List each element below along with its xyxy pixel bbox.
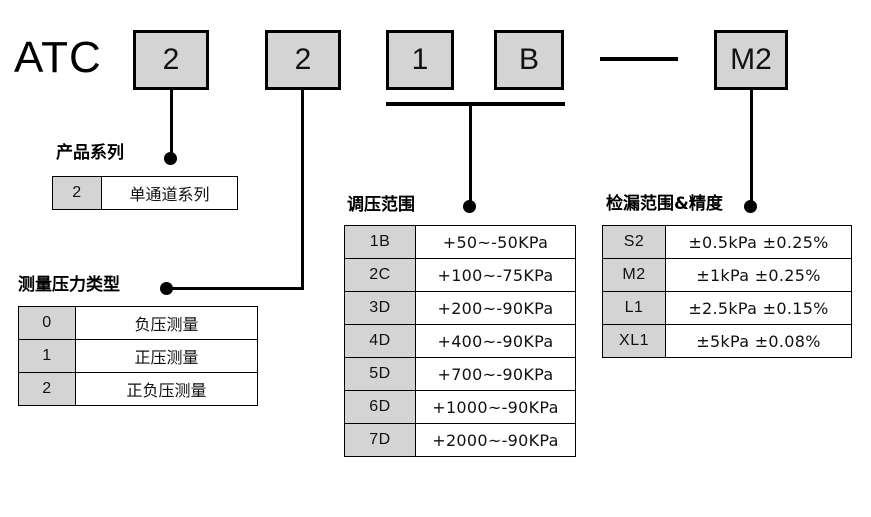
cell-desc: +200~-90KPa [415,291,576,325]
cell-code: L1 [602,291,666,325]
table-row: 2C +100~-75KPa [344,258,576,292]
table-row: 1 正压测量 [18,339,258,373]
code-box-2[interactable]: 2 [265,30,341,90]
table-row: 1B +50~-50KPa [344,225,576,259]
connector-measurement-horizontal [166,287,304,290]
cell-code: 2C [344,258,416,292]
cell-desc: 正负压测量 [75,372,258,406]
caption-pressure-range: 调压范围 [347,195,415,215]
table-pressure-range: 1B +50~-50KPa 2C +100~-75KPa 3D +200~-90… [344,225,576,457]
table-row: 2 正负压测量 [18,372,258,406]
table-measurement-type: 0 负压测量 1 正压测量 2 正负压测量 [18,306,258,406]
cell-desc: ±5kPa ±0.08% [665,324,852,358]
caption-measurement-type: 测量压力类型 [18,275,120,295]
connector-dot-product-series [164,152,177,165]
code-separator-dash [600,57,678,61]
connector-product-series [170,90,173,158]
table-row: 4D +400~-90KPa [344,324,576,358]
table-row: M2 ±1kPa ±0.25% [602,258,852,292]
cell-desc: 负压测量 [75,306,258,340]
cell-desc: +100~-75KPa [415,258,576,292]
table-row: 5D +700~-90KPa [344,357,576,391]
code-box-3[interactable]: 1 [386,30,454,90]
table-product-series: 2 单通道系列 [52,176,238,210]
table-row: L1 ±2.5kPa ±0.15% [602,291,852,325]
cell-desc: +2000~-90KPa [415,423,576,457]
connector-dot-pressure-range [463,200,476,213]
table-row: 0 负压测量 [18,306,258,340]
cell-desc: 正压测量 [75,339,258,373]
connector-dot-leak-range [744,200,757,213]
table-row: XL1 ±5kPa ±0.08% [602,324,852,358]
code-prefix-atc: ATC [14,33,102,82]
cell-desc: +700~-90KPa [415,357,576,391]
code-box-1[interactable]: 2 [133,30,209,90]
cell-desc: ±1kPa ±0.25% [665,258,852,292]
cell-desc: +400~-90KPa [415,324,576,358]
caption-leak-range: 检漏范围&精度 [606,194,723,214]
connector-bracket-pressure-range [386,102,565,106]
table-row: 3D +200~-90KPa [344,291,576,325]
cell-code: 3D [344,291,416,325]
table-leak-range: S2 ±0.5kPa ±0.25% M2 ±1kPa ±0.25% L1 ±2.… [602,225,852,358]
cell-desc: +50~-50KPa [415,225,576,259]
cell-code: S2 [602,225,666,259]
cell-code: 6D [344,390,416,424]
cell-code: 0 [18,306,76,340]
cell-code: 1 [18,339,76,373]
cell-desc: 单通道系列 [101,176,238,210]
code-box-4[interactable]: B [494,30,564,90]
table-row: 7D +2000~-90KPa [344,423,576,457]
connector-dot-measurement-type [160,282,173,295]
cell-code: 4D [344,324,416,358]
cell-code: 2 [18,372,76,406]
cell-code: 1B [344,225,416,259]
cell-code: 7D [344,423,416,457]
caption-product-series: 产品系列 [56,143,124,163]
table-row: S2 ±0.5kPa ±0.25% [602,225,852,259]
connector-pressure-range-vertical [469,102,472,206]
cell-code: 5D [344,357,416,391]
connector-leak-range-vertical [750,90,753,206]
cell-code: M2 [602,258,666,292]
cell-desc: +1000~-90KPa [415,390,576,424]
cell-desc: ±0.5kPa ±0.25% [665,225,852,259]
table-row: 6D +1000~-90KPa [344,390,576,424]
code-box-5[interactable]: M2 [714,30,788,90]
table-row: 2 单通道系列 [52,176,238,210]
cell-desc: ±2.5kPa ±0.15% [665,291,852,325]
cell-code: 2 [52,176,102,210]
connector-measurement-vertical [301,90,304,290]
cell-code: XL1 [602,324,666,358]
